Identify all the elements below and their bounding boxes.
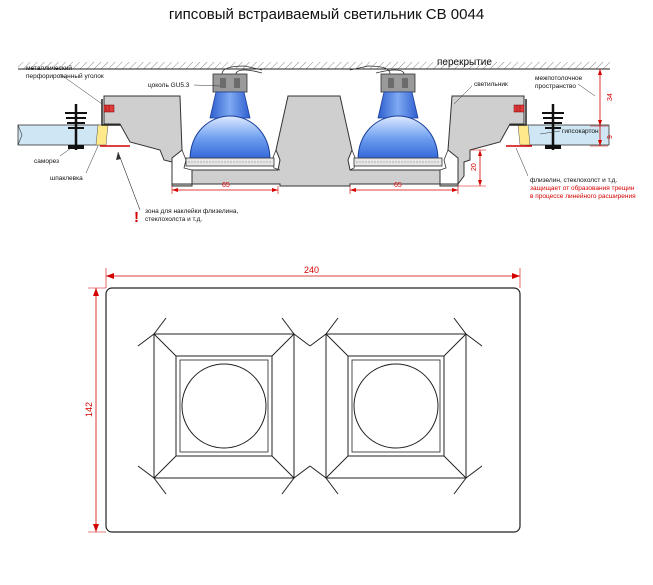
ceiling-label: перекрытие <box>437 57 492 68</box>
metal-corner-label-2: перфорированный уголок <box>26 72 104 80</box>
fleece-label: флизелин, стеклохолст и т.д. <box>530 177 617 184</box>
putty-right <box>517 124 531 146</box>
screw-label: саморез <box>34 158 59 165</box>
dim-overall-width <box>105 268 521 288</box>
lamp-right-icon <box>349 65 443 167</box>
luminaire-body <box>103 95 525 187</box>
dim-height-bottom <box>458 149 486 187</box>
dim-board <box>590 126 608 147</box>
page-title: гипсовый встраиваемый светильник CB 0044 <box>168 6 485 23</box>
plan-opening-right <box>309 317 483 495</box>
drywall-left <box>17 124 101 146</box>
ceiling-slab <box>18 62 610 70</box>
socket-label: цоколь GU5.3 <box>148 82 190 89</box>
protect-label-1: защищает от образования трещин <box>530 184 635 192</box>
dim-height-bottom-text: 20 <box>471 163 478 171</box>
zone-warning-mark: ! <box>134 209 139 226</box>
dim-width-left <box>171 186 279 194</box>
interceiling-label-2: пространство <box>535 83 576 90</box>
screw-right-icon <box>542 104 564 150</box>
zone-label-2: стеклохолста и т.д. <box>145 216 202 223</box>
interceiling-label-1: межпотолочное <box>535 75 583 82</box>
dim-width-left-text: 65 <box>222 182 230 189</box>
lamp-label: светильник <box>474 81 508 88</box>
screw-left-icon <box>65 104 87 150</box>
dim-depth-text: 34 <box>607 93 614 101</box>
plan-opening-left <box>137 317 311 495</box>
protect-label-2: в процессе линейного расширения <box>530 192 636 200</box>
dim-board-text: 9 <box>607 135 614 139</box>
dim-overall-height <box>88 287 106 533</box>
putty-left <box>95 124 109 146</box>
zone-label-1: зона для наклейки флизелина, <box>145 207 238 215</box>
dim-depth <box>590 69 608 127</box>
metal-corner-label-1: металлический <box>26 64 72 72</box>
metal-corner-left <box>101 99 128 126</box>
dim-width-right <box>349 186 459 194</box>
drywall-label: гипсокартон <box>562 128 599 135</box>
putty-label: шпаклевка <box>50 175 83 182</box>
lamp-left-icon <box>185 65 275 167</box>
dim-overall-height-text: 142 <box>84 402 94 417</box>
dim-overall-width-text: 240 <box>304 265 319 275</box>
dim-width-right-text: 65 <box>394 182 402 189</box>
